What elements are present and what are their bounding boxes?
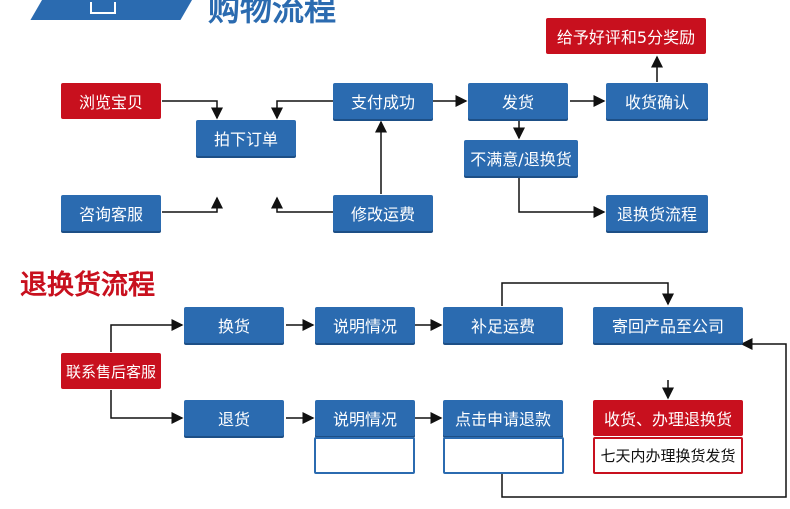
explain2-node: 说明情况 — [315, 400, 415, 436]
handle-node: 收货、办理退换货 — [593, 400, 743, 436]
page-title: 购物流程 — [208, 0, 337, 28]
cart-icon — [90, 2, 116, 14]
explain2-empty-box — [314, 437, 415, 474]
apply-refund-empty-box — [443, 437, 564, 474]
ship-node: 发货 — [468, 83, 568, 119]
paid-node: 支付成功 — [333, 83, 433, 119]
contact-node: 联系售后客服 — [61, 353, 161, 389]
browse-node: 浏览宝贝 — [61, 83, 161, 119]
exchange-node: 换货 — [184, 307, 284, 343]
unsatisfied-node: 不满意/退换货 — [464, 140, 578, 176]
modify-fee-node: 修改运费 — [333, 195, 433, 231]
order-node: 拍下订单 — [196, 120, 296, 156]
return-flow-node: 退换货流程 — [606, 195, 708, 231]
send-back-node: 寄回产品至公司 — [593, 307, 743, 343]
receive-node: 收货确认 — [606, 83, 708, 119]
review-node: 给予好评和5分奖励 — [546, 18, 706, 54]
refund-goods-node: 退货 — [184, 400, 284, 436]
explain1-node: 说明情况 — [315, 307, 415, 343]
add-fee-node: 补足运费 — [443, 307, 563, 343]
section-title: 退换货流程 — [20, 270, 155, 301]
apply-refund-node: 点击申请退款 — [443, 400, 563, 436]
seven-days-node: 七天内办理换货发货 — [593, 437, 743, 474]
consult-node: 咨询客服 — [61, 195, 161, 231]
